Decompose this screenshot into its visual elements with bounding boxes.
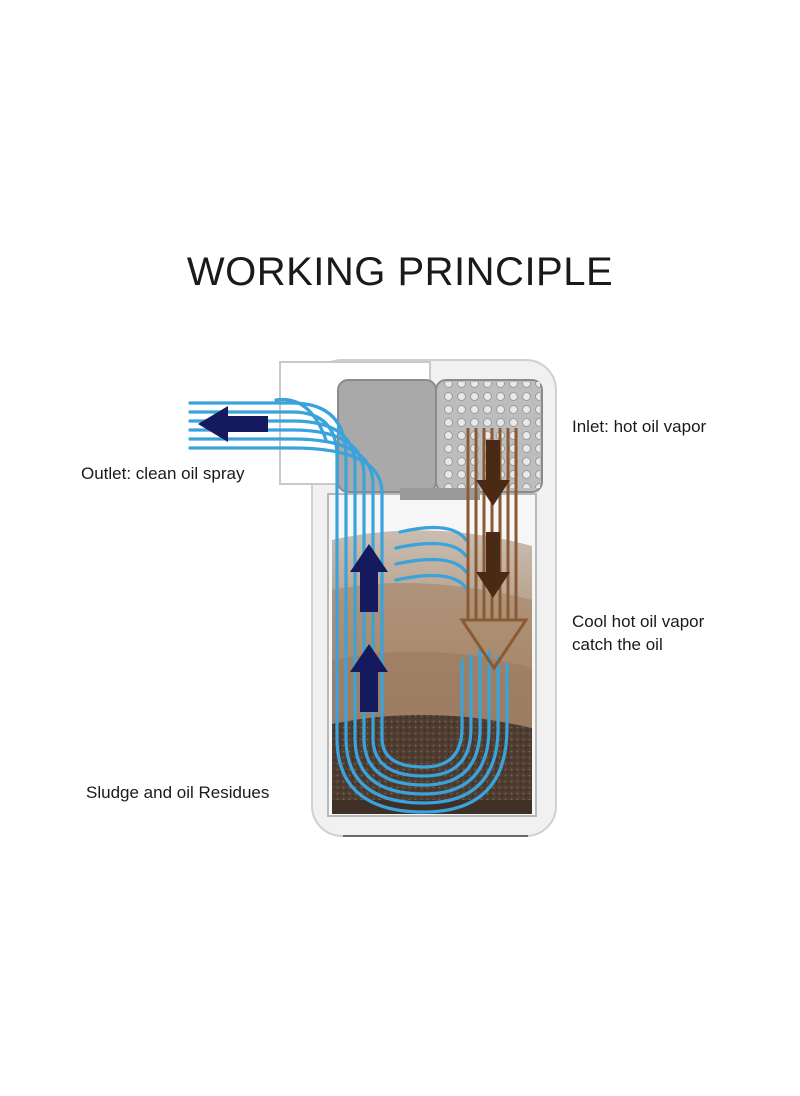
arrow-down-icon (476, 440, 510, 598)
arrow-up-icon (350, 544, 388, 712)
cooling-label-line-1: Cool hot oil vapor (572, 612, 705, 631)
cooling-label-line-2: catch the oil (572, 635, 663, 654)
top-chamber (337, 379, 543, 500)
sludge-label: Sludge and oil Residues (86, 783, 270, 802)
outlet-label: Outlet: clean oil spray (81, 464, 245, 483)
clean-oil-flow (188, 397, 509, 814)
inlet-label: Inlet: hot oil vapor (572, 417, 707, 436)
arrow-left-icon (198, 406, 268, 442)
hollow-arrow-down-icon (459, 618, 529, 671)
sludge-base (332, 800, 532, 814)
cooling-label: Cool hot oil vapor catch the oil (572, 610, 704, 656)
page-title: WORKING PRINCIPLE (186, 250, 614, 294)
